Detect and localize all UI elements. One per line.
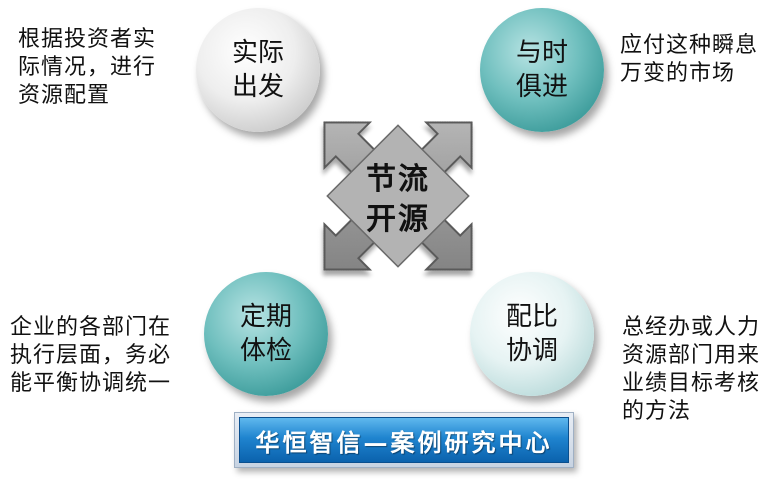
note-bottom-left: 企业的各部门在 执行层面，务必 能平衡协调统一 [10, 315, 172, 396]
center-title: 节流 开源 [366, 162, 430, 237]
note-top-left: 根据投资者实 际情况，进行 资源配置 [18, 27, 157, 108]
footer-banner: 华恒智信—案例研究中心 [234, 412, 574, 468]
circle-top-left-label: 实际 出发 [231, 38, 284, 102]
note-bottom-right: 总经办或人力 资源部门用来 业绩目标考核 的方法 [622, 315, 761, 424]
circle-bottom-left: 定期 体检 [204, 272, 328, 396]
circle-top-right: 与时 俱进 [480, 8, 604, 132]
note-top-right: 应付这种瞬息 万变的市场 [620, 33, 759, 86]
circle-bottom-right: 配比 协调 [470, 272, 594, 396]
circle-bottom-left-label: 定期 体检 [239, 302, 292, 366]
footer-banner-text: 华恒智信—案例研究中心 [239, 417, 569, 463]
circle-bottom-right-label: 配比 协调 [505, 302, 558, 366]
circle-top-right-label: 与时 俱进 [515, 38, 568, 102]
circle-top-left: 实际 出发 [196, 8, 320, 132]
center-diamond [326, 124, 470, 268]
